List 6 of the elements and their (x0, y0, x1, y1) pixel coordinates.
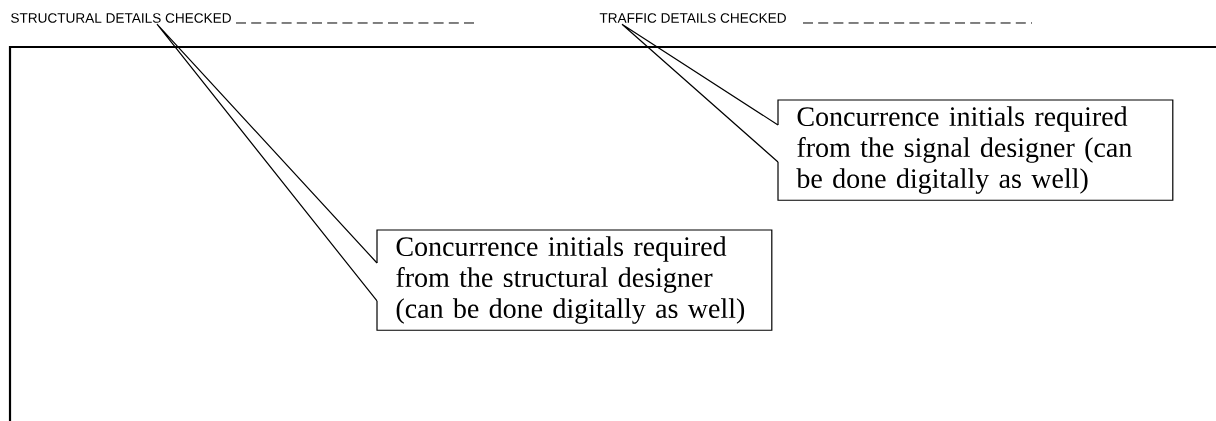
callout-box: Concurrence initials required from the structural designer (can be done digitally as well) (376, 229, 773, 331)
leader-line (621, 23, 779, 163)
field-label: STRUCTURAL DETAILS CHECKED (11, 13, 231, 23)
leader-line (156, 23, 378, 302)
field-label: TRAFFIC DETAILS CHECKED (599, 13, 786, 23)
callout-box: Concurrence initials required from the signal designer (can be done digitally as well) (777, 99, 1174, 201)
